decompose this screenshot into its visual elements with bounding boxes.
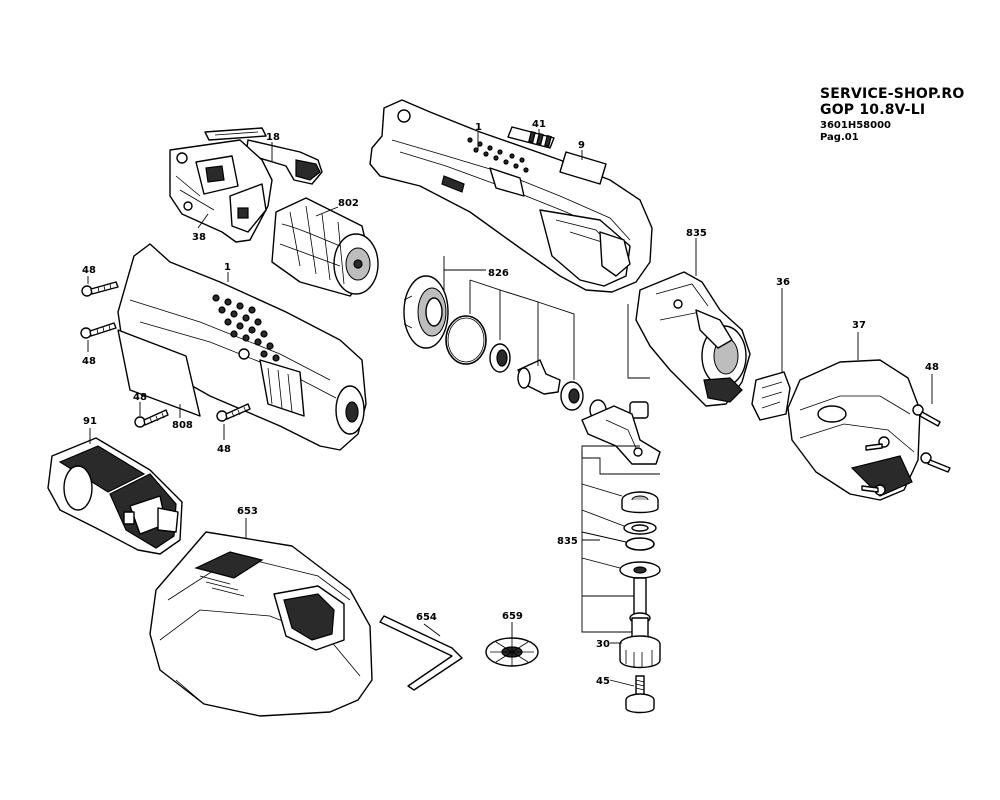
part-45-clamp-screw [625,675,655,714]
part-1-upper-housing [369,99,653,293]
screw-48-bottom-a [134,409,169,428]
part-808-plate [117,329,201,417]
part-37-front-cover [787,359,921,501]
header-title: SERVICE-SHOP.RO [820,86,965,102]
callout-653: 653 [237,506,258,517]
part-1-left-housing [117,243,367,451]
callout-37: 37 [852,320,866,331]
part-oscillating-fork [581,399,661,465]
callout-45: 45 [596,676,610,687]
screw-48-front-a [912,404,941,427]
callout-48-upper-left: 48 [82,265,96,276]
callout-18: 18 [266,132,280,143]
upper-housing-vent-dots [467,137,529,173]
callout-802: 802 [338,198,359,209]
left-housing-grip-pattern [212,294,280,362]
callout-48-lower-left: 48 [82,356,96,367]
callout-1-left: 1 [224,262,231,273]
callout-826: 826 [488,268,509,279]
callout-30: 30 [596,639,610,650]
callout-659: 659 [502,611,523,622]
part-802-motor [271,197,379,297]
part-835-gear-head [635,271,751,407]
callout-835-mid: 835 [557,536,578,547]
callout-38: 38 [192,232,206,243]
part-826-gear-bearing-group [403,275,584,411]
callout-808: 808 [172,420,193,431]
callout-36: 36 [776,277,790,288]
callout-654: 654 [416,612,437,623]
part-36-clamp-lever [751,371,791,421]
callout-1-upper: 1 [475,122,482,133]
part-91-battery [47,437,183,555]
screw-48-upper-left [81,281,119,297]
header-part-number: 3601H58000 [820,120,891,131]
part-835-spindle-stack [619,491,661,579]
leader-lines [87,129,933,687]
part-9-nameplate [559,151,607,185]
part-30-spindle-shaft [619,577,661,669]
part-653-charger [149,531,373,717]
callout-48-bottom-a: 48 [133,392,147,403]
part-659-adapter-disc [485,637,539,667]
screw-48-front-c [865,436,890,451]
screw-48-lower-left [80,322,117,339]
screw-48-front-d [861,484,886,496]
callout-9: 9 [578,140,585,151]
part-654-hex-key [379,615,463,691]
callout-48-front: 48 [925,362,939,373]
header-model: GOP 10.8V-LI [820,102,926,118]
screw-48-front-b [920,452,951,473]
part-38-electronics-module [169,139,273,243]
callout-labels: 18 1 41 9 802 38 835 48 1 826 36 37 48 4… [82,119,939,687]
callout-48-bottom-b: 48 [217,444,231,455]
callout-835-upper: 835 [686,228,707,239]
part-18-switch-slider [204,127,323,185]
part-41-label [507,126,555,149]
callout-91: 91 [83,416,97,427]
header-page: Pag.01 [820,132,859,143]
screw-48-bottom-b [216,403,251,422]
callout-41: 41 [532,119,546,130]
